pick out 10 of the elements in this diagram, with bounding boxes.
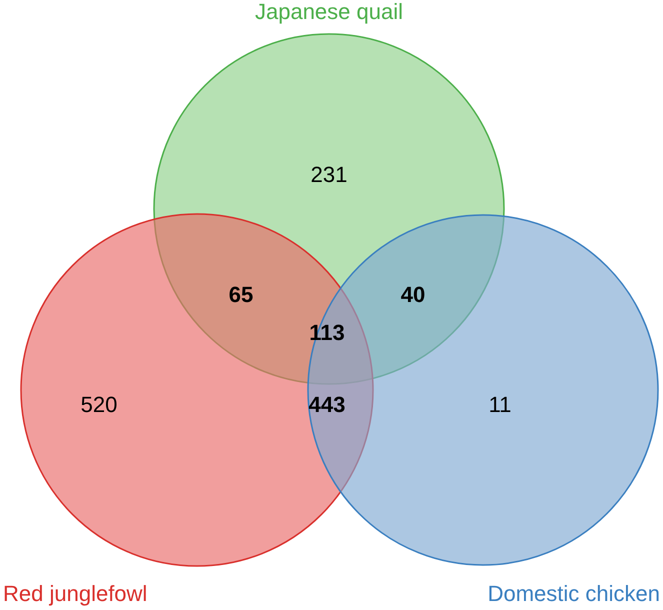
overlap-count: 65 (228, 282, 254, 308)
overlap-count: 40 (400, 282, 426, 308)
count-value: 231 (310, 162, 348, 188)
count-value: 520 (80, 392, 118, 418)
set-title: Japanese quail (255, 0, 403, 25)
overlap-count: 113 (309, 320, 345, 346)
set-title: Red junglefowl (3, 581, 148, 607)
overlap-count: 443 (308, 392, 346, 418)
count-value: 11 (488, 392, 512, 418)
set-title: Domestic chicken (488, 581, 660, 607)
